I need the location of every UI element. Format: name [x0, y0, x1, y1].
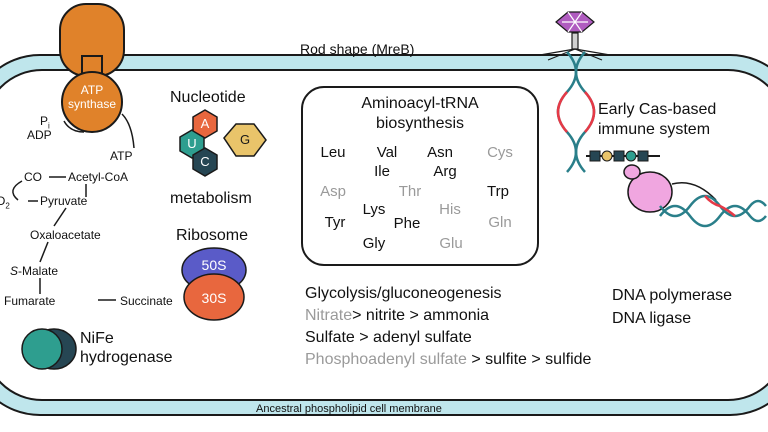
atp-synthase-label-1: ATP [80, 83, 104, 97]
base-a: A [200, 116, 210, 131]
aa-cys: Cys [487, 144, 513, 161]
co-label: CO [24, 170, 42, 184]
fumarate-label: Fumarate [4, 294, 56, 308]
nife-hydrogenase-icon [21, 328, 77, 370]
nife-label-2: hydrogenase [80, 349, 173, 366]
base-u: U [187, 136, 197, 151]
acetyl-coa-label: Acetyl-CoA [68, 170, 129, 184]
aa-trp: Trp [487, 183, 509, 200]
pyruvate-label: Pyruvate [40, 194, 88, 208]
pi-label: Pi [40, 114, 50, 131]
base-g: G [239, 132, 251, 147]
trna-box [301, 86, 539, 266]
aa-asn: Asn [427, 144, 453, 161]
aa-tyr: Tyr [324, 214, 346, 231]
glycolysis-label: Glycolysis/gluconeogenesis [305, 285, 502, 302]
pathway-lines [12, 176, 116, 301]
cas-protein-icon [623, 164, 717, 213]
oxaloacetate-label: Oxaloacetate [30, 228, 101, 242]
nucleotide-icon [179, 109, 267, 177]
dna-ligase-label: DNA ligase [612, 310, 692, 327]
aa-gly: Gly [362, 235, 386, 252]
adp-label: ADP [27, 128, 52, 142]
cas-label-2: immune system [598, 121, 711, 138]
aa-his: His [439, 201, 461, 218]
ribosome-30s-label: 30S [201, 290, 227, 306]
trna-title-1: Aminoacyl-tRNA [361, 95, 479, 112]
crispr-array-icon [586, 150, 660, 162]
phosphoadenyl-label: Phosphoadenyl sulfate > sulfite > sulfid… [305, 351, 592, 368]
aa-asp: Asp [320, 183, 346, 200]
aa-thr: Thr [398, 183, 422, 200]
ribosome-icon [181, 247, 247, 321]
aa-leu: Leu [320, 144, 346, 161]
hexagon-c [192, 147, 218, 177]
cas-label-1: Early Cas-based [598, 101, 717, 118]
hexagon-a [192, 109, 218, 139]
sulfate-label: Sulfate > adenyl sulfate [305, 329, 472, 346]
target-dna-icon [659, 194, 767, 228]
nucleotide-subtitle: metabolism [170, 190, 252, 207]
hexagon-g [223, 123, 267, 157]
aa-lys: Lys [362, 201, 386, 218]
phage-dna-icon [556, 51, 596, 173]
base-c: C [200, 154, 210, 169]
rod-shape-label: Rod shape (MreB) [300, 41, 415, 57]
atp-synthase-label-2: synthase [67, 97, 117, 111]
atp-label: ATP [110, 149, 133, 163]
trna-title-2: biosynthesis [375, 115, 465, 132]
aa-phe: Phe [393, 215, 421, 232]
succinate-label: Succinate [120, 294, 173, 308]
ribosome-50s-label: 50S [201, 257, 227, 273]
bacteriophage-icon [539, 11, 611, 61]
nitrate-label: Nitrate> nitrite > ammonia [305, 307, 490, 324]
ribosome-title: Ribosome [176, 227, 249, 244]
membrane-label: Ancestral phospholipid cell membrane [256, 403, 442, 415]
s-malate-label: S-Malate [10, 264, 59, 278]
aa-val: Val [376, 144, 398, 161]
o2-label: O2 [0, 194, 10, 211]
aa-arg: Arg [433, 163, 457, 180]
aa-glu: Glu [439, 235, 463, 252]
atp-synthase-icon [59, 3, 135, 149]
aa-gln: Gln [488, 214, 512, 231]
aa-ile: Ile [374, 163, 390, 180]
nife-label-1: NiFe [80, 330, 114, 347]
dna-polymerase-label: DNA polymerase [612, 287, 733, 304]
nucleotide-title: Nucleotide [170, 89, 246, 106]
